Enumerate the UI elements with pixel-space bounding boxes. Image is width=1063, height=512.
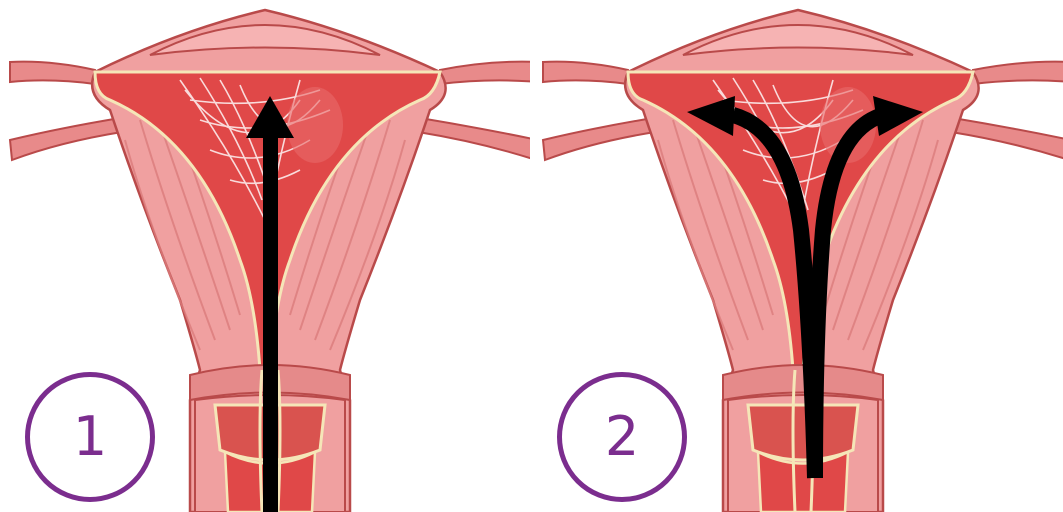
step-number: 1 bbox=[73, 410, 107, 464]
step-badge: 1 bbox=[25, 372, 155, 502]
panel-step-1: 1 bbox=[0, 0, 530, 512]
step-badge: 2 bbox=[557, 372, 687, 502]
panel-step-2: 2 bbox=[533, 0, 1063, 512]
step-number: 2 bbox=[605, 410, 639, 464]
